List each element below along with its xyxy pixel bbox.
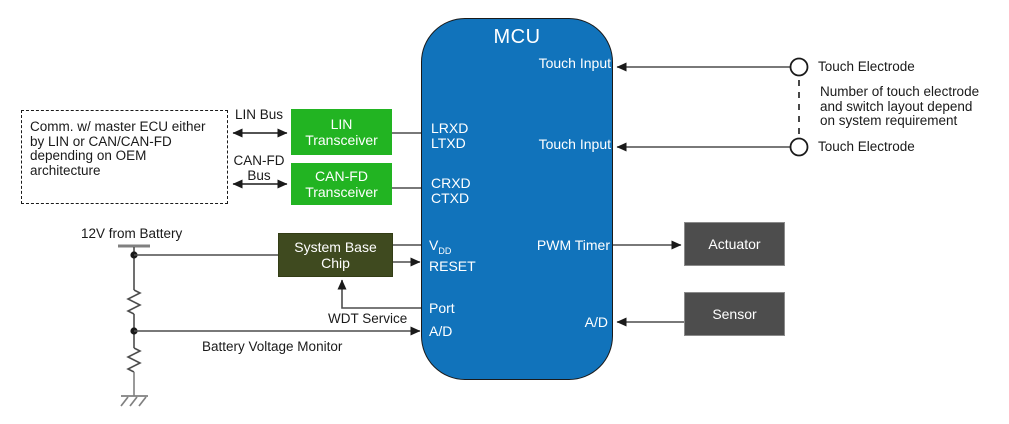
canfd-bus-label-line2: Bus bbox=[247, 167, 271, 183]
mcu-pin-lrxd: LRXD bbox=[431, 120, 469, 136]
comm-note-line2: by LIN or CAN/CAN-FD bbox=[30, 133, 172, 149]
touch-electrode-circle-1 bbox=[789, 57, 809, 77]
sensor-block: Sensor bbox=[684, 292, 785, 336]
vdd-subscript: DD bbox=[438, 245, 452, 256]
touch-note-line3: on system requirement bbox=[820, 113, 958, 128]
system-base-chip-line2: Chip bbox=[321, 255, 350, 271]
lin-transceiver-block: LIN Transceiver bbox=[291, 109, 392, 155]
canfd-transceiver-line1: CAN-FD bbox=[315, 167, 368, 184]
mcu-block bbox=[421, 18, 613, 380]
resistor-upper bbox=[126, 289, 142, 315]
mcu-pin-crxd-ctxd: CRXD CTXD bbox=[431, 176, 471, 206]
wdt-service-label: WDT Service bbox=[328, 311, 408, 326]
mcu-title: MCU bbox=[493, 26, 541, 48]
comm-note-box: Comm. w/ master ECU either by LIN or CAN… bbox=[21, 110, 228, 204]
mcu-pin-ad-right: A/D bbox=[584, 314, 608, 330]
resistor-lower bbox=[126, 347, 142, 373]
mcu-pin-port: Port bbox=[429, 300, 455, 316]
touch-note-line1: Number of touch electrode bbox=[820, 84, 980, 99]
battery-label: 12V from Battery bbox=[81, 226, 183, 241]
mcu-pin-ctxd: CTXD bbox=[431, 190, 470, 206]
sensor-label: Sensor bbox=[712, 305, 757, 322]
lin-bus-label: LIN Bus bbox=[234, 107, 284, 122]
canfd-transceiver-line2: Transceiver bbox=[305, 184, 378, 200]
comm-note-line1: Comm. w/ master ECU either bbox=[30, 119, 206, 134]
port-wdt-arrow bbox=[337, 279, 422, 309]
canfd-bus-label-line1: CAN-FD bbox=[233, 153, 285, 168]
canfd-transceiver-block: CAN-FD Transceiver bbox=[291, 163, 392, 205]
mcu-pin-touch-input-2: Touch Input bbox=[538, 136, 611, 152]
canfd-bus-label: CAN-FD Bus bbox=[228, 153, 290, 183]
touch-electrode-circle-2 bbox=[789, 137, 809, 157]
comm-note-line4: architecture bbox=[30, 162, 101, 178]
ground-symbol bbox=[120, 395, 148, 407]
actuator-label: Actuator bbox=[708, 235, 761, 252]
mcu-pin-ltxd: LTXD bbox=[431, 135, 466, 151]
actuator-block: Actuator bbox=[684, 222, 785, 266]
mcu-pin-vdd: VDD bbox=[429, 237, 452, 256]
system-base-chip-block: System Base Chip bbox=[278, 233, 393, 277]
mcu-pin-pwm-timer: PWM Timer bbox=[536, 237, 610, 253]
touch-electrode-label-2: Touch Electrode bbox=[818, 139, 915, 154]
comm-note-line3: depending on OEM bbox=[30, 148, 147, 163]
mcu-pin-ad-left: A/D bbox=[429, 323, 453, 339]
battery-voltage-monitor-label: Battery Voltage Monitor bbox=[202, 339, 343, 354]
mcu-pin-lrxd-ltxd: LRXD LTXD bbox=[431, 121, 468, 151]
mcu-pin-reset: RESET bbox=[429, 257, 476, 274]
lin-transceiver-line1: LIN bbox=[330, 115, 353, 132]
system-base-chip-line1: System Base bbox=[294, 238, 377, 255]
lin-transceiver-line2: Transceiver bbox=[305, 132, 378, 148]
touch-note: Number of touch electrode and switch lay… bbox=[820, 84, 980, 129]
mcu-pin-crxd: CRXD bbox=[431, 175, 471, 191]
touch-electrode-label-1: Touch Electrode bbox=[818, 59, 915, 74]
touch-note-line2: and switch layout depend bbox=[820, 98, 973, 114]
mcu-pin-vdd-reset: VDD RESET bbox=[429, 238, 476, 274]
mcu-pin-touch-input-1: Touch Input bbox=[538, 55, 611, 71]
